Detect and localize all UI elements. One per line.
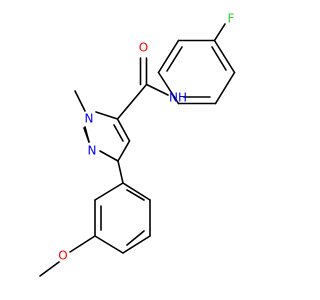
bond-ar1-c2-c3 <box>214 71 236 105</box>
bond-pz-c4-c5-a <box>116 118 131 142</box>
bond-ar2-c3-c4 <box>122 235 151 254</box>
bond-ar2-c1-c2 <box>122 182 151 201</box>
bond-c-f <box>213 23 226 42</box>
bond-pz-n2-c3-a <box>99 150 119 162</box>
bond-ar2-c6-c1 <box>94 182 124 201</box>
bond-ar1-inner-1 <box>211 46 227 71</box>
bond-ar2-inner-2 <box>126 230 145 246</box>
bond-pz-c3-c4 <box>117 140 131 162</box>
bond-ar1-c1-c2 <box>213 39 236 74</box>
bond-ar1-c4-c5 <box>157 71 180 105</box>
carbonyl-oxygen-label: O <box>139 41 148 55</box>
bond-carbonyl-c5 <box>116 83 148 120</box>
molecule-svg: F NH O N N <box>39 12 236 277</box>
pyrazole-n2-label: N <box>88 144 97 158</box>
fluorine-label: F <box>228 12 235 26</box>
molecule-diagram: F NH O N N <box>39 12 236 277</box>
bond-ar2-o <box>69 235 96 253</box>
bond-pz-n1-n2-real <box>84 126 90 143</box>
bond-carbonyl-n <box>145 83 169 96</box>
bond-n1-methyl <box>74 90 86 112</box>
bond-ar1-c5-c6 <box>157 39 180 74</box>
bond-c3-aryl2 <box>117 160 124 184</box>
bond-o-methyl <box>39 261 60 277</box>
bond-ar1-inner-3 <box>166 46 183 72</box>
pyrazole-n1-label: N <box>85 112 94 126</box>
amide-nh-label: NH <box>169 91 187 105</box>
methoxy-oxygen-label: O <box>58 249 67 263</box>
bond-ar2-c4-c5 <box>94 235 124 254</box>
bond-pz-c4-c5-b <box>113 124 124 142</box>
bond-pz-c5-n1 <box>95 111 119 120</box>
bond-ar2-inner-1 <box>126 189 145 201</box>
